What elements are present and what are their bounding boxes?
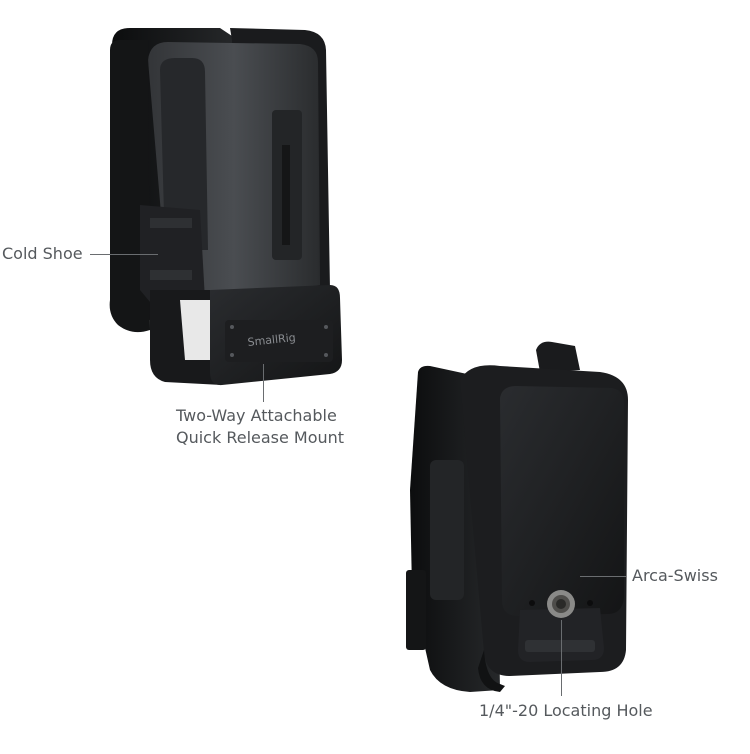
top-cage: SmallRig [109, 28, 342, 386]
quick-release-leader-line [263, 364, 264, 402]
cold-shoe-label: Cold Shoe [2, 244, 83, 263]
quick-release-label-line1: Two-Way Attachable [176, 406, 337, 425]
arca-swiss-label: Arca-Swiss [632, 566, 718, 585]
smallrig-logo: SmallRig [247, 331, 296, 349]
cold-shoe-leader-line [90, 254, 158, 255]
quick-release-label: Two-Way Attachable Quick Release Mount [176, 405, 344, 449]
quick-release-label-line2: Quick Release Mount [176, 428, 345, 447]
locating-hole-label: 1/4"-20 Locating Hole [479, 701, 653, 720]
bottom-cage [406, 341, 628, 692]
locating-hole-leader-line [561, 620, 562, 696]
arca-swiss-leader-line [580, 576, 626, 577]
